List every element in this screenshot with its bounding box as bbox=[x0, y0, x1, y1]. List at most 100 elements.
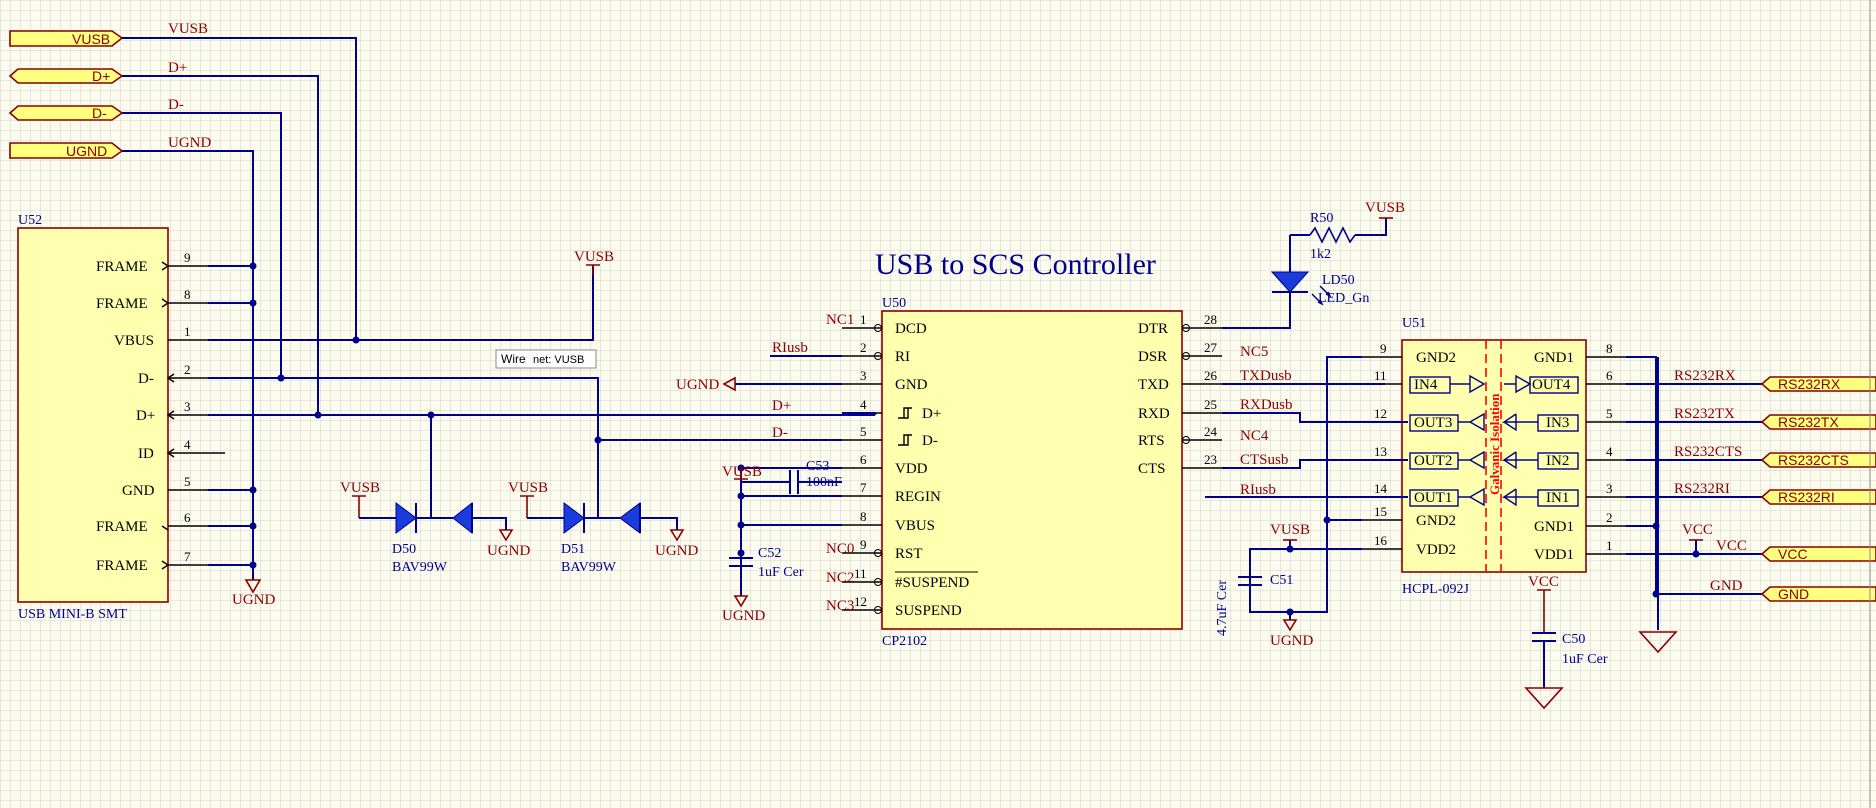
d51-diode-pair[interactable]: VUSB UGND D51 BAV99W bbox=[508, 440, 698, 575]
svg-text:NC5: NC5 bbox=[1240, 344, 1268, 360]
svg-text:1: 1 bbox=[860, 312, 867, 327]
port-rs232cts[interactable]: RS232CTS bbox=[1760, 452, 1876, 468]
svg-text:DTR: DTR bbox=[1138, 321, 1168, 337]
d50-diode-pair[interactable]: VUSB UGND D50 BAV99W bbox=[340, 415, 530, 575]
c50-capacitor[interactable]: VCC C50 1uF Cer bbox=[1524, 574, 1608, 710]
svg-text:OUT4: OUT4 bbox=[1532, 377, 1571, 393]
net-vusb-top: VUSB bbox=[122, 21, 357, 340]
svg-text:12: 12 bbox=[854, 594, 867, 609]
svg-text:ID: ID bbox=[138, 446, 154, 462]
port-rs232rx-label: RS232RX bbox=[1778, 376, 1841, 392]
svg-text:6: 6 bbox=[184, 510, 191, 525]
svg-text:RTS: RTS bbox=[1138, 433, 1165, 449]
svg-text:Wire: Wire bbox=[501, 352, 526, 366]
u50-part: CP2102 bbox=[882, 634, 927, 649]
svg-text:DCD: DCD bbox=[895, 321, 927, 337]
svg-text:4: 4 bbox=[860, 397, 867, 412]
svg-text:4: 4 bbox=[184, 437, 191, 452]
ugnd-symbol-u52: UGND bbox=[232, 579, 275, 608]
svg-text:28: 28 bbox=[1204, 312, 1217, 327]
svg-text:D+: D+ bbox=[772, 398, 791, 414]
svg-text:15: 15 bbox=[1374, 504, 1387, 519]
svg-text:VUSB: VUSB bbox=[574, 249, 614, 265]
svg-text:VDD2: VDD2 bbox=[1416, 542, 1456, 558]
c53-value: 100nF bbox=[806, 475, 842, 490]
u52-part: USB MINI-B SMT bbox=[18, 607, 127, 622]
svg-text:UGND: UGND bbox=[1270, 633, 1313, 649]
port-rs232tx[interactable]: RS232TX bbox=[1760, 414, 1876, 430]
svg-text:VUSB: VUSB bbox=[722, 464, 762, 480]
port-vusb-label: VUSB bbox=[72, 31, 110, 47]
svg-text:DSR: DSR bbox=[1138, 349, 1167, 365]
svg-text:D-: D- bbox=[138, 371, 154, 387]
svg-text:8: 8 bbox=[860, 509, 867, 524]
sheet-title: USB to SCS Controller bbox=[875, 248, 1156, 281]
svg-text:9: 9 bbox=[184, 250, 191, 265]
port-dplus[interactable]: D+ bbox=[8, 68, 124, 84]
svg-text:VBUS: VBUS bbox=[895, 518, 935, 534]
svg-text:FRAME: FRAME bbox=[96, 296, 148, 312]
port-ugnd[interactable]: UGND bbox=[9, 142, 124, 159]
u50-left-nets: NC1 RIusb UGND D+ D- NC0 NC2 NC3 bbox=[598, 312, 876, 614]
net-dminus-top: D- bbox=[122, 97, 282, 378]
svg-text:OUT1: OUT1 bbox=[1414, 490, 1452, 506]
svg-text:GND2: GND2 bbox=[1416, 513, 1456, 529]
c52-ref: C52 bbox=[758, 546, 781, 561]
port-rs232ri[interactable]: RS232RI bbox=[1760, 489, 1876, 505]
u51-part: HCPL-092J bbox=[1402, 582, 1469, 597]
svg-text:3: 3 bbox=[1606, 481, 1613, 496]
vusb-symbol-top: VUSB bbox=[574, 249, 614, 275]
u50-cp2102[interactable]: U50 CP2102 bbox=[881, 296, 1183, 649]
svg-text:VDD1: VDD1 bbox=[1534, 547, 1574, 563]
ld50-ref: LD50 bbox=[1322, 273, 1355, 288]
c52-capacitor[interactable]: C52 1uF Cer UGND bbox=[722, 546, 804, 624]
svg-text:VUSB: VUSB bbox=[1270, 522, 1310, 538]
svg-text:IN2: IN2 bbox=[1546, 453, 1569, 469]
port-dminus[interactable]: D- bbox=[8, 105, 124, 121]
svg-text:FRAME: FRAME bbox=[96, 519, 148, 535]
port-gnd[interactable]: GND bbox=[1760, 586, 1876, 602]
r50-resistor[interactable]: VUSB R50 1k2 bbox=[1290, 200, 1405, 262]
port-vusb[interactable]: VUSB bbox=[9, 30, 124, 47]
svg-text:IN3: IN3 bbox=[1546, 415, 1569, 431]
svg-text:RIusb: RIusb bbox=[772, 340, 808, 356]
svg-text:REGIN: REGIN bbox=[895, 489, 941, 505]
c52-value: 1uF Cer bbox=[758, 565, 804, 580]
c51-capacitor[interactable]: C51 4.7uF Cer bbox=[1215, 573, 1293, 636]
svg-text:2: 2 bbox=[184, 362, 191, 377]
c53-capacitor[interactable]: C53 100nF bbox=[741, 459, 842, 494]
u52-connector[interactable]: U52 USB MINI-B SMT bbox=[17, 213, 169, 622]
svg-text:2: 2 bbox=[1606, 510, 1613, 525]
svg-text:D+: D+ bbox=[922, 406, 941, 422]
svg-text:1: 1 bbox=[184, 324, 191, 339]
svg-text:1: 1 bbox=[1606, 538, 1613, 553]
port-vcc-label: VCC bbox=[1778, 546, 1808, 562]
u52-designator: U52 bbox=[18, 213, 42, 228]
svg-text:RXDusb: RXDusb bbox=[1240, 397, 1293, 413]
svg-text:RXD: RXD bbox=[1138, 406, 1170, 422]
wire-tooltip: Wire net: VUSB bbox=[495, 349, 597, 369]
svg-text:25: 25 bbox=[1204, 397, 1217, 412]
u51-isolator[interactable]: U51 HCPL-092J Galvanic Isolation bbox=[1401, 316, 1587, 597]
svg-text:9: 9 bbox=[1380, 341, 1387, 356]
c53-ref: C53 bbox=[806, 459, 829, 474]
port-dplus-label: D+ bbox=[92, 68, 110, 84]
c51-value: 4.7uF Cer bbox=[1215, 580, 1230, 636]
net-dplus-top: D+ bbox=[122, 60, 319, 415]
svg-text:RST: RST bbox=[895, 546, 923, 562]
net-label-dplus-top: D+ bbox=[168, 60, 187, 76]
port-gnd-label: GND bbox=[1778, 586, 1809, 602]
svg-text:13: 13 bbox=[1374, 444, 1387, 459]
svg-text:3: 3 bbox=[860, 368, 867, 383]
u50-designator: U50 bbox=[882, 296, 906, 311]
svg-text:5: 5 bbox=[860, 424, 867, 439]
svg-text:RS232RI: RS232RI bbox=[1674, 481, 1730, 497]
svg-text:SUSPEND: SUSPEND bbox=[895, 603, 962, 619]
ld50-led[interactable]: LD50 LED_Gn bbox=[1270, 235, 1369, 306]
svg-text:8: 8 bbox=[184, 287, 191, 302]
port-vcc[interactable]: VCC bbox=[1760, 546, 1876, 562]
svg-text:9: 9 bbox=[860, 537, 867, 552]
svg-text:OUT3: OUT3 bbox=[1414, 415, 1452, 431]
port-rs232rx[interactable]: RS232RX bbox=[1760, 376, 1876, 392]
svg-text:26: 26 bbox=[1204, 368, 1218, 383]
